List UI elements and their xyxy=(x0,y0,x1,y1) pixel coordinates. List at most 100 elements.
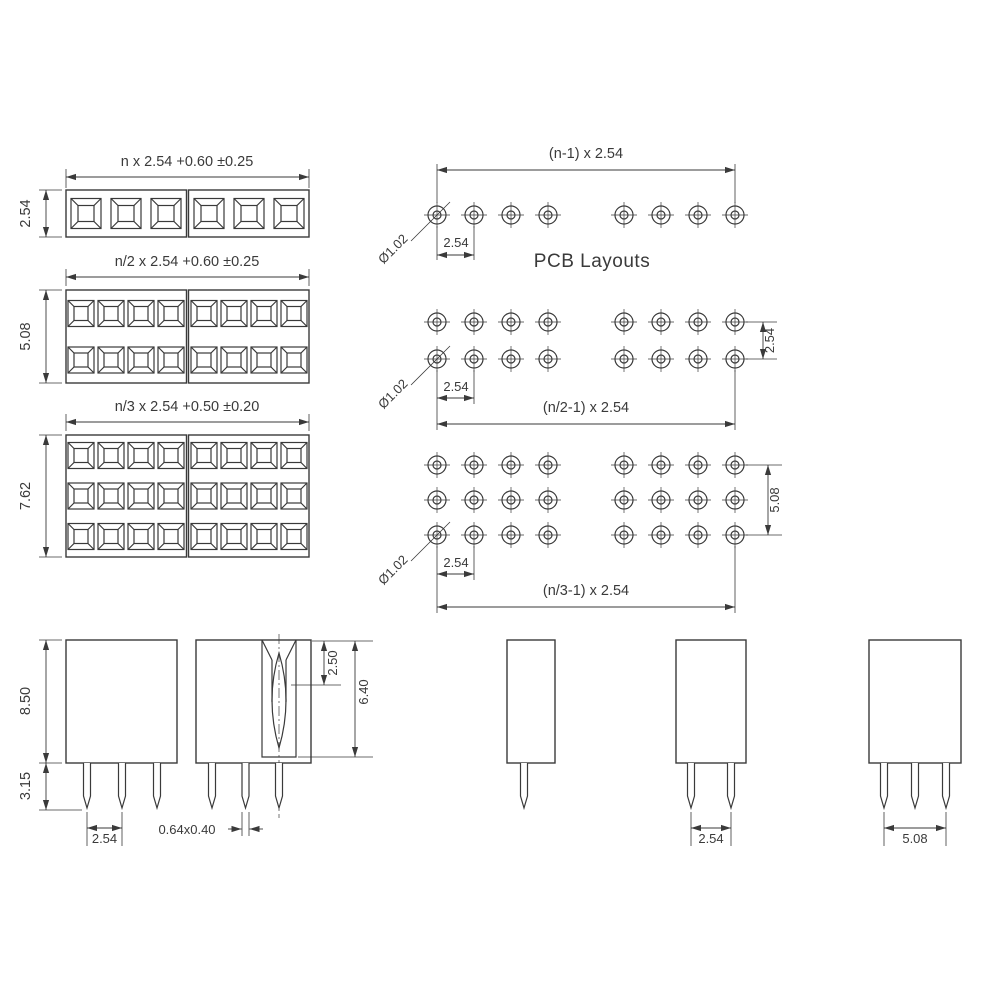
leader-line xyxy=(410,345,451,386)
pcb-hole xyxy=(610,201,638,229)
pcb-hole xyxy=(534,451,562,479)
connector-body-left-half xyxy=(65,289,188,384)
pin-row xyxy=(207,762,284,809)
pcb-single-span-label: (n-1) x 2.54 xyxy=(549,146,623,162)
pcb-hole xyxy=(534,521,562,549)
triple-row-span-label: 5.08 xyxy=(902,831,927,846)
pcb-hole xyxy=(647,451,675,479)
pcb-hole xyxy=(497,521,525,549)
pin-pitch-label: 2.54 xyxy=(92,831,117,846)
contact-depth-label: 6.40 xyxy=(356,679,371,704)
pcb-single-hole-dia-label: Ø1.02 xyxy=(375,231,411,267)
side-view-multi-pin: 8.50 3.15 2.54 xyxy=(18,639,178,846)
pcb-hole xyxy=(721,451,749,479)
solder-pin xyxy=(117,762,127,809)
pcb-hole xyxy=(497,308,525,336)
front-triple-height-dim-label: 7.62 xyxy=(18,482,34,510)
front-double-height-dim-label: 5.08 xyxy=(18,322,34,350)
connector-body-left-half xyxy=(65,434,188,558)
pcb-double-span-label: (n/2-1) x 2.54 xyxy=(543,400,629,416)
height-dimension: 5.08 xyxy=(18,289,62,384)
pcb-hole xyxy=(497,486,525,514)
pin-section-dimension: 0.64x0.40 xyxy=(158,812,263,837)
width-dimension: n/2 x 2.54 +0.60 ±0.25 xyxy=(65,254,310,286)
pitch-dimension: 2.54 xyxy=(436,546,475,613)
pcb-hole xyxy=(610,486,638,514)
pcb-hole xyxy=(460,345,488,373)
pcb-hole xyxy=(610,345,638,373)
height-dimension: 7.62 xyxy=(18,434,62,558)
pcb-hole xyxy=(460,521,488,549)
pcb-hole xyxy=(684,486,712,514)
solder-pin xyxy=(941,762,951,809)
hole-grid xyxy=(610,308,749,373)
front-view-triple-row: n/3 x 2.54 +0.50 ±0.20 7.62 xyxy=(18,399,310,558)
connector-body xyxy=(65,639,178,764)
height-dimension: 2.54 xyxy=(18,189,62,238)
pcb-hole xyxy=(610,308,638,336)
front-single-height-dim-label: 2.54 xyxy=(18,199,34,227)
span-dimension: (n-1) x 2.54 xyxy=(436,146,736,203)
solder-pin xyxy=(274,762,284,809)
pcb-single-pitch-label: 2.54 xyxy=(443,235,468,250)
pcb-hole xyxy=(647,345,675,373)
front-single-width-dim-label: n x 2.54 +0.60 ±0.25 xyxy=(121,154,254,170)
pcb-double-pitch-label: 2.54 xyxy=(443,379,468,394)
connector-body-left-half xyxy=(65,189,188,238)
solder-pin xyxy=(519,762,529,809)
pin-length-dimension: 3.15 xyxy=(18,763,82,811)
pcb-hole xyxy=(684,308,712,336)
leader-line xyxy=(410,201,451,242)
pcb-hole xyxy=(423,308,451,336)
span-dimension: (n/3-1) x 2.54 xyxy=(437,546,736,613)
connector-body xyxy=(506,639,556,764)
pcb-hole xyxy=(460,308,488,336)
body-height-dimension: 8.50 xyxy=(18,639,62,764)
pcb-hole xyxy=(610,521,638,549)
solder-pin xyxy=(152,762,162,809)
pcb-hole xyxy=(423,486,451,514)
span-dimension: (n/2-1) x 2.54 xyxy=(437,370,736,430)
pcb-hole xyxy=(647,521,675,549)
pcb-hole xyxy=(534,345,562,373)
side-view-double-row-end: 2.54 xyxy=(675,639,747,846)
connector-body xyxy=(868,639,962,764)
solder-pin xyxy=(207,762,217,809)
row-pitch-dimension: 2.54 xyxy=(690,812,732,846)
pcb-hole xyxy=(534,308,562,336)
side-view-section: 2.50 6.40 0.64x0.40 xyxy=(158,634,373,837)
pcb-hole xyxy=(534,201,562,229)
pcb-hole xyxy=(534,486,562,514)
solder-pin xyxy=(82,762,92,809)
pcb-triple-span-label: (n/3-1) x 2.54 xyxy=(543,583,629,599)
pcb-layout-single-row: (n-1) x 2.54 Ø1.02 2.54 xyxy=(375,146,749,267)
solder-pin xyxy=(879,762,889,809)
pcb-hole xyxy=(721,201,749,229)
pcb-hole xyxy=(684,521,712,549)
pcb-hole xyxy=(460,201,488,229)
pcb-hole xyxy=(721,345,749,373)
entry-depth-label: 2.50 xyxy=(325,650,340,675)
width-dimension: n/3 x 2.54 +0.50 ±0.20 xyxy=(65,399,310,431)
side-view-single-row-end xyxy=(506,639,556,809)
pcb-hole xyxy=(684,451,712,479)
pin-row xyxy=(519,762,529,809)
hole-grid xyxy=(610,451,749,549)
pcb-hole xyxy=(721,521,749,549)
front-view-double-row: n/2 x 2.54 +0.60 ±0.25 5.08 xyxy=(18,254,310,384)
pcb-hole xyxy=(610,451,638,479)
pcb-layouts-title: PCB Layouts xyxy=(534,251,650,272)
pcb-hole xyxy=(721,486,749,514)
pcb-double-hole-dia-label: Ø1.02 xyxy=(375,376,411,412)
pcb-hole xyxy=(497,345,525,373)
pin-length-label: 3.15 xyxy=(18,772,34,800)
pcb-hole xyxy=(460,486,488,514)
pcb-hole xyxy=(647,308,675,336)
solder-pin xyxy=(910,762,920,809)
pcb-layout-triple-row: 5.08 Ø1.02 2.54 (n/3-1) x 2.54 xyxy=(375,451,782,613)
solder-pin xyxy=(686,762,696,809)
pcb-hole xyxy=(647,201,675,229)
pcb-layout-double-row: 2.54 Ø1.02 2.54 (n/2-1) x 2.54 xyxy=(375,308,777,430)
connector-body xyxy=(675,639,747,764)
entry-funnel xyxy=(261,639,297,661)
